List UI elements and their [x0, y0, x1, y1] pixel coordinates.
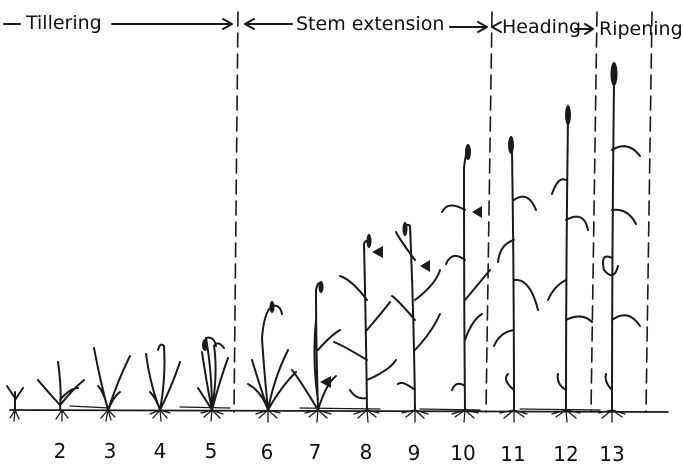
plant-stage-2: [6, 361, 85, 411]
stage-arrows: [3, 18, 594, 35]
marker-arrowheads: [320, 206, 482, 388]
plant-stage-13: [602, 81, 641, 411]
stage-number: 10: [450, 441, 476, 465]
plant-stage-9: [391, 223, 441, 411]
plant-roots: [9, 409, 626, 423]
stage-number: 9: [407, 441, 421, 465]
plant-stage-12: [547, 117, 593, 411]
stage-number: 3: [103, 439, 117, 463]
stage-number: 13: [599, 442, 625, 466]
plant-stage-7: [291, 281, 341, 411]
stage-number: 7: [308, 440, 322, 464]
stage-label-heading: Heading: [502, 16, 582, 38]
stage-number: 5: [204, 439, 218, 463]
stage-number: 4: [153, 439, 167, 463]
ear-heads: [202, 62, 618, 351]
stage-label-stem-extension: Stem extension: [296, 13, 445, 35]
plant-stage-5: [197, 336, 229, 411]
stage-number: 12: [553, 442, 579, 466]
stage-label-ripening: Ripening: [599, 18, 683, 40]
plant-stage-3: [93, 347, 131, 411]
plant-stage-6: [247, 304, 297, 411]
stage-dividers: [233, 11, 653, 413]
stage-label-tillering: Tillering: [26, 12, 102, 34]
plant-stage-11: [493, 149, 539, 411]
plant-stage-4: [145, 343, 181, 411]
stage-number: 2: [53, 439, 67, 463]
plant-stage-10: [441, 148, 491, 411]
plant-stage-8: [333, 240, 397, 411]
stage-number: 8: [359, 440, 373, 464]
stage-number: 11: [500, 442, 526, 466]
stage-number: 6: [260, 440, 274, 464]
